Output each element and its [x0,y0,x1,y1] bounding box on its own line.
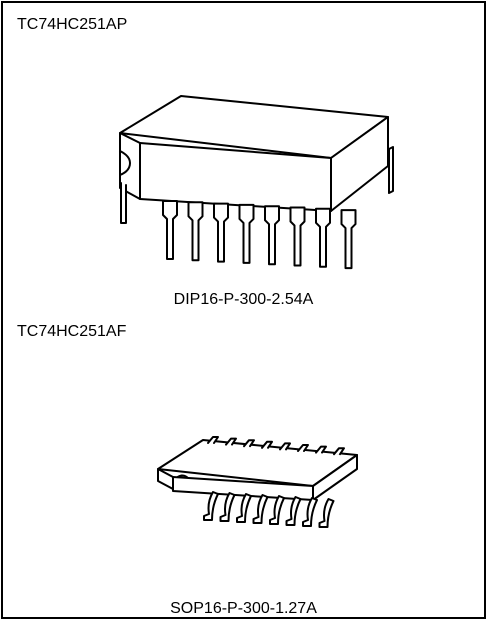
part-number-dip: TC74HC251AP [17,16,128,33]
sop-back-pin [225,437,237,446]
sop16-package-icon [157,436,358,528]
sop-pin [236,493,252,523]
sop-pin [318,498,335,528]
dip-pin [238,203,255,264]
package-frame: TC74HC251AP DIP16-P-300-2.54A TC74HC251A… [1,1,486,619]
sop-pin [302,497,318,527]
sop-pin [219,492,236,522]
sop-pin [252,494,269,524]
dip16-package-icon [119,95,394,270]
sop-back-pin [261,440,273,449]
dip-pin [264,205,280,266]
sop-pin [269,495,285,525]
dip-pin [162,200,178,260]
dip-pin [213,202,229,263]
sop-pin [203,491,219,521]
sop-back-pin [243,439,255,448]
package-name-dip: DIP16-P-300-2.54A [173,291,314,308]
dip-pin [187,201,204,262]
sop-back-pin [333,447,345,456]
sop-back-pin [279,442,291,451]
dip-pin [315,207,331,268]
sop-back-pin [315,445,327,454]
sop-back-pin [207,436,219,444]
sop-pin [285,496,302,526]
package-name-sop: SOP16-P-300-1.27A [170,600,317,617]
dip-pin [289,206,306,267]
dip-pin [340,209,357,270]
sop-back-pin [297,444,309,452]
part-number-sop: TC74HC251AF [17,323,127,340]
